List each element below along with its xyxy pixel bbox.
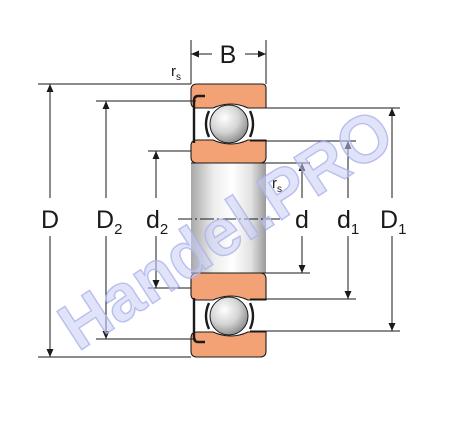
outer-ring-bottom — [190, 331, 267, 358]
seal-bottom — [192, 298, 205, 344]
D2-label: D2 — [96, 206, 122, 238]
cage-right-bottom — [248, 302, 255, 330]
D-arrow-top — [46, 84, 54, 92]
ball-bottom — [209, 296, 249, 336]
d2-arrow-bottom — [152, 280, 160, 288]
D-label: D — [41, 206, 59, 234]
cage-left-bottom — [204, 302, 211, 330]
D-arrow-bottom — [46, 349, 54, 357]
width-arrow-left — [191, 50, 199, 58]
D1-arrow-top — [388, 108, 396, 116]
d1-arrow-bottom — [344, 291, 352, 299]
d-arrow-top — [298, 163, 306, 171]
D2-arrow-bottom — [102, 331, 110, 339]
width-label: B — [220, 41, 237, 69]
d1-arrow-top — [344, 141, 352, 149]
width-arrow-right — [258, 50, 266, 58]
D2-arrow-top — [102, 101, 110, 109]
d-arrow-bottom — [298, 265, 306, 273]
d1-label: d1 — [337, 206, 359, 238]
ball-top — [209, 104, 249, 144]
D1-arrow-bottom — [388, 323, 396, 331]
inner-ring-bottom — [190, 272, 267, 301]
d2-label: d2 — [146, 206, 168, 238]
inner-ring-top — [190, 139, 267, 164]
cage-right-top — [248, 110, 255, 138]
d-label: d — [295, 206, 309, 234]
outer-ring-top — [190, 83, 267, 109]
chamfer-bore-label: rs — [272, 175, 282, 195]
D1-label: D1 — [380, 206, 406, 238]
bore-surface — [191, 163, 266, 273]
chamfer-top-label: rs — [171, 63, 181, 83]
d2-arrow-top — [152, 151, 160, 159]
cage-left-top — [204, 110, 211, 138]
